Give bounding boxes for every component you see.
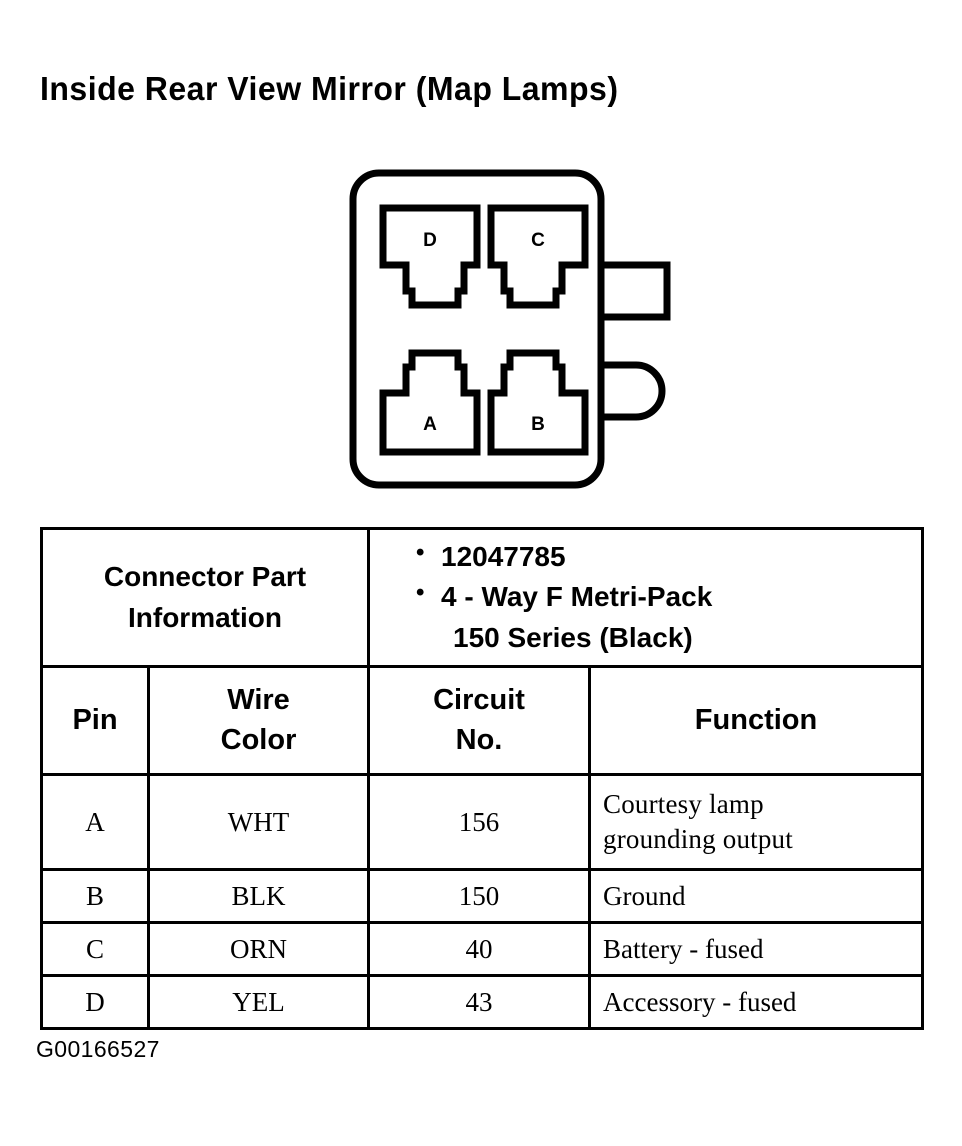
cell-function: Courtesy lamp grounding output	[587, 773, 925, 871]
connector-part-information-values: 12047785 4 - Way F Metri-Pack 150 Series…	[366, 527, 925, 668]
column-header-pin: Pin	[40, 665, 150, 776]
cell-wire-color: YEL	[147, 974, 370, 1030]
connector-part-information-label: Connector Part Information	[40, 527, 370, 668]
connector-type-continued: 150 Series (Black)	[453, 621, 693, 653]
cell-wire-color: BLK	[147, 868, 370, 924]
connector-part-list: 12047785 4 - Way F Metri-Pack 150 Series…	[370, 536, 921, 659]
wire-color-line1: Wire	[227, 684, 290, 717]
column-header-wire-color: Wire Color	[147, 665, 370, 776]
cell-pin: A	[40, 773, 150, 871]
cavity-a-label: A	[423, 414, 437, 435]
column-header-function: Function	[587, 665, 925, 776]
part-number: 12047785	[441, 540, 566, 572]
function-line1: Courtesy lamp	[603, 789, 764, 820]
cpi-label-line2: Information	[128, 601, 282, 633]
table-header-row: Pin Wire Color Circuit No. Function	[40, 665, 925, 776]
page-title: Inside Rear View Mirror (Map Lamps)	[40, 70, 619, 107]
wire-color-line2: Color	[220, 723, 297, 756]
cell-circuit-no: 40	[367, 921, 591, 977]
cpi-label-line1: Connector Part	[103, 560, 307, 592]
circuit-line2: No.	[455, 723, 503, 756]
function-line2: grounding output	[603, 824, 793, 854]
lower-rounded-tab	[586, 361, 666, 421]
connector-diagram: D C A B	[340, 163, 680, 498]
cavity-b	[487, 349, 589, 456]
cell-function: Ground	[587, 868, 925, 924]
cell-wire-color: ORN	[147, 921, 370, 977]
cell-pin: B	[40, 868, 150, 924]
cell-function: Battery - fused	[587, 921, 925, 977]
cell-function: Accessory - fused	[587, 974, 925, 1030]
cell-pin: D	[40, 974, 150, 1030]
circuit-line1: Circuit	[433, 684, 525, 717]
cavity-c	[487, 204, 589, 309]
connector-pinout-table: Connector Part Information 12047785 4 - …	[40, 527, 925, 1030]
connector-type: 4 - Way F Metri-Pack	[441, 581, 713, 613]
cavity-d-label: D	[423, 230, 437, 251]
cell-pin: C	[40, 921, 150, 977]
list-item: 12047785	[416, 536, 921, 578]
cavity-b-label: B	[531, 414, 545, 435]
connector-part-information-row: Connector Part Information 12047785 4 - …	[40, 527, 925, 668]
cavity-a	[379, 349, 481, 456]
cell-circuit-no: 150	[367, 868, 591, 924]
cell-wire-color: WHT	[147, 773, 370, 871]
list-item: 4 - Way F Metri-Pack 150 Series (Black)	[416, 576, 921, 658]
table-row: D YEL 43 Accessory - fused	[40, 974, 925, 1030]
table-row: B BLK 150 Ground	[40, 868, 925, 924]
connector-svg: D C A B	[349, 169, 671, 489]
cell-circuit-no: 43	[367, 974, 591, 1030]
cell-circuit-no: 156	[367, 773, 591, 871]
cavity-d	[379, 204, 481, 309]
cavity-c-label: C	[531, 230, 545, 251]
table-row: C ORN 40 Battery - fused	[40, 921, 925, 977]
table-row: A WHT 156 Courtesy lamp grounding output	[40, 773, 925, 871]
column-header-circuit-no: Circuit No.	[367, 665, 591, 776]
figure-code: G00166527	[36, 1036, 160, 1062]
